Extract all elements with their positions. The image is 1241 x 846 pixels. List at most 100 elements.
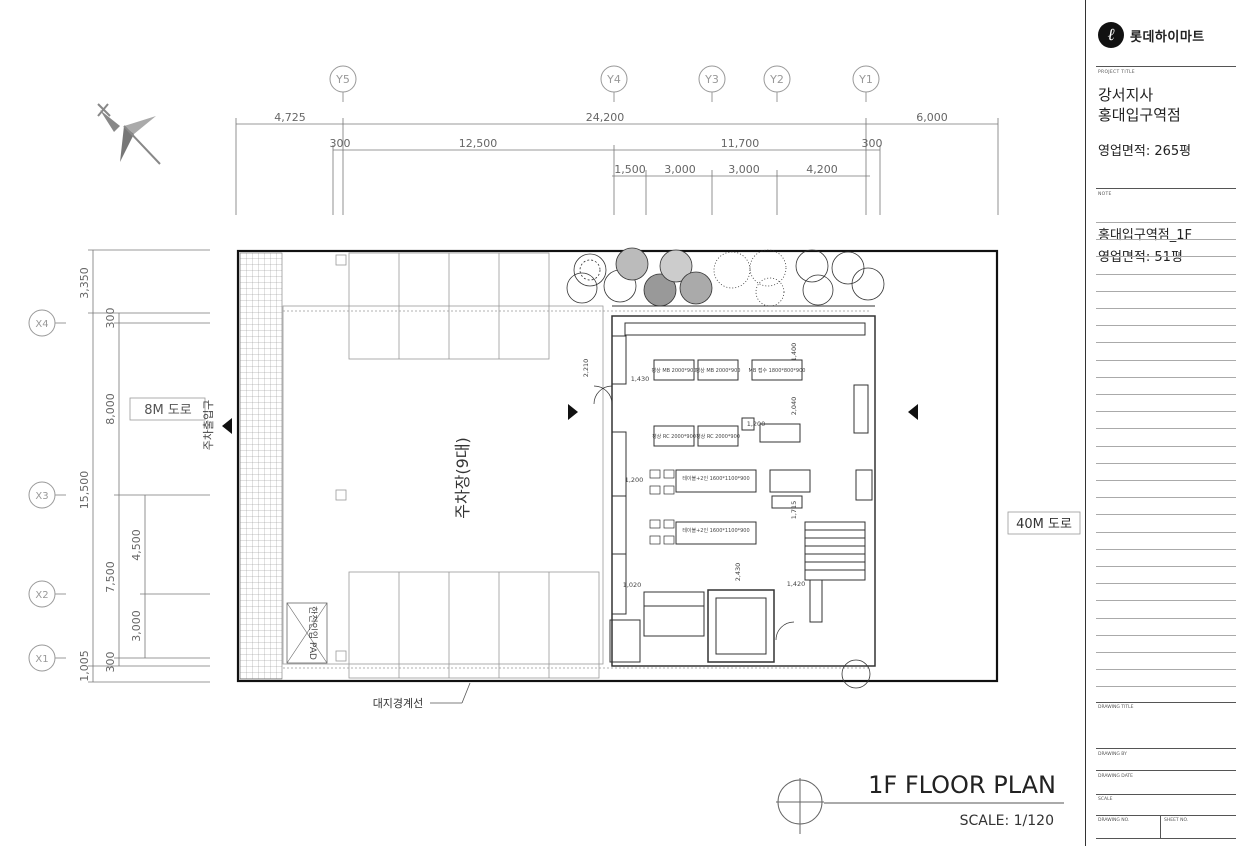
dim-top-4725: 4,725 — [274, 111, 306, 124]
dim-top-12500: 12,500 — [459, 137, 498, 150]
ruled-line — [1096, 428, 1236, 430]
inner-dim: 1,400 — [790, 343, 798, 362]
ruled-line — [1096, 566, 1236, 567]
project-area: 영업면적: 265평 — [1098, 144, 1192, 159]
site-boundary — [236, 249, 999, 683]
drawing-title-label: DRAWING TITLE — [1098, 705, 1134, 710]
dim-left-300b: 300 — [104, 652, 117, 673]
grid-label-x3: X3 — [35, 491, 48, 502]
floor-plan-drawing: Y5 Y4 Y3 Y2 Y1 X4 X3 X2 X1 — [28, 65, 1081, 834]
ruled-line — [1096, 652, 1236, 653]
north-arrow-icon — [97, 103, 161, 165]
dim-left-3000: 3,000 — [130, 610, 143, 642]
road-right-box — [1007, 511, 1081, 535]
interior-label: 테이블+2인 1600*1100*900 — [682, 527, 749, 534]
grid-label-y4: Y4 — [606, 73, 621, 86]
road-right-label: 40M 도로 — [1016, 517, 1072, 532]
entrance-arrow-left-icon — [222, 418, 232, 434]
project-title-label: PROJECT TITLE — [1098, 70, 1135, 75]
logo-mark-icon: ℓ — [1098, 22, 1124, 48]
ruled-line — [1096, 634, 1236, 636]
entrance-arrow-right-icon — [908, 404, 918, 420]
ruled-line — [1096, 273, 1236, 275]
ruled-line — [1096, 411, 1236, 413]
inner-dim: 1,200 — [625, 476, 644, 484]
dim-top-300b: 300 — [862, 137, 883, 150]
dim-top-300a: 300 — [330, 137, 351, 150]
road-left-label: 8M 도로 — [144, 403, 192, 418]
drawing-title: 1F FLOOR PLAN — [868, 771, 1056, 799]
inner-dim: 2,210 — [582, 359, 590, 378]
divider — [1096, 794, 1236, 795]
grid-label-y5: Y5 — [335, 73, 350, 86]
grid-label-y1: Y1 — [858, 73, 873, 86]
drawing-title-symbol-icon — [776, 778, 824, 834]
ruled-line — [1096, 222, 1236, 223]
note-line2: 영업면적: 51평 — [1098, 250, 1183, 265]
divider — [1096, 815, 1236, 816]
interior-label: 평상 MB 2000*900 — [696, 367, 741, 374]
project-line2: 홍대입구역점 — [1098, 106, 1181, 124]
logo-text: 롯데하이마트 — [1130, 29, 1205, 45]
ruled-line — [1096, 256, 1236, 258]
landscape-trees — [566, 247, 885, 689]
ruled-line — [1096, 531, 1236, 533]
parking-entrance-label: 주차출입구 — [202, 400, 215, 451]
ruled-line — [1096, 497, 1236, 499]
dim-left-7500: 7,500 — [104, 561, 117, 593]
inner-dim: 1,430 — [631, 375, 650, 383]
parking-label: 주차장(9대) — [453, 437, 472, 519]
dim-top-24200: 24,200 — [586, 111, 625, 124]
dim-left-8000: 8,000 — [104, 393, 117, 425]
divider — [1096, 748, 1236, 749]
entrance-arrow-store-icon — [568, 404, 578, 420]
ruled-line — [1096, 325, 1236, 327]
ruled-line — [1096, 342, 1236, 344]
pad-area: 한전인입 PAD — [286, 602, 328, 664]
dim-top-3000b: 3,000 — [728, 163, 760, 176]
interior-label: MB 접수 1800*800*900 — [749, 367, 806, 374]
ruled-line — [1096, 617, 1236, 619]
ruled-line — [1096, 686, 1236, 688]
dimension-lines-left — [88, 249, 210, 683]
ruled-line — [1096, 308, 1236, 309]
divider — [1160, 815, 1161, 839]
divider — [1096, 770, 1236, 771]
ruled-line — [1096, 548, 1236, 550]
ruled-line — [1096, 669, 1236, 671]
inner-dim: 1,715 — [790, 501, 798, 520]
dim-left-300a: 300 — [104, 308, 117, 329]
company-logo: ℓ 롯데하이마트 — [1098, 22, 1205, 48]
inner-dim: 2,040 — [790, 397, 798, 416]
divider — [1096, 188, 1236, 189]
ruled-line — [1096, 394, 1236, 395]
parking-area — [282, 252, 870, 679]
ruled-line — [1096, 359, 1236, 361]
dim-top-1500: 1,500 — [614, 163, 646, 176]
inner-dim: 1,420 — [787, 580, 806, 588]
dim-left-4500: 4,500 — [130, 529, 143, 561]
divider — [1096, 838, 1236, 839]
interior-label: 평상 RC 2000*900 — [652, 433, 696, 440]
ruled-line — [1096, 376, 1236, 378]
ruled-line — [1096, 239, 1236, 241]
grid-label-y2: Y2 — [769, 73, 784, 86]
dim-left-15500: 15,500 — [78, 471, 91, 510]
ruled-line — [1096, 445, 1236, 447]
dim-top-6000: 6,000 — [916, 111, 948, 124]
grid-columns — [329, 65, 880, 102]
ruled-line — [1096, 290, 1236, 292]
hatched-strip — [239, 252, 283, 680]
site-boundary-label: 대지경계선 — [373, 697, 424, 710]
grid-label-x4: X4 — [35, 319, 48, 330]
inner-dim: 2,430 — [734, 563, 742, 582]
store-building — [593, 305, 876, 667]
interior-label: 평상 MB 2000*900 — [652, 367, 697, 374]
project-line1: 강서지사 — [1098, 86, 1154, 104]
drawing-scale: SCALE: 1/120 — [960, 813, 1054, 829]
drawing-no-label: DRAWING NO. — [1098, 818, 1130, 823]
drawing-by-label: DRAWING BY — [1098, 752, 1127, 757]
sheet-no-label: SHEET NO. — [1164, 818, 1189, 823]
ruled-line — [1096, 480, 1236, 481]
dim-top-4200: 4,200 — [806, 163, 838, 176]
